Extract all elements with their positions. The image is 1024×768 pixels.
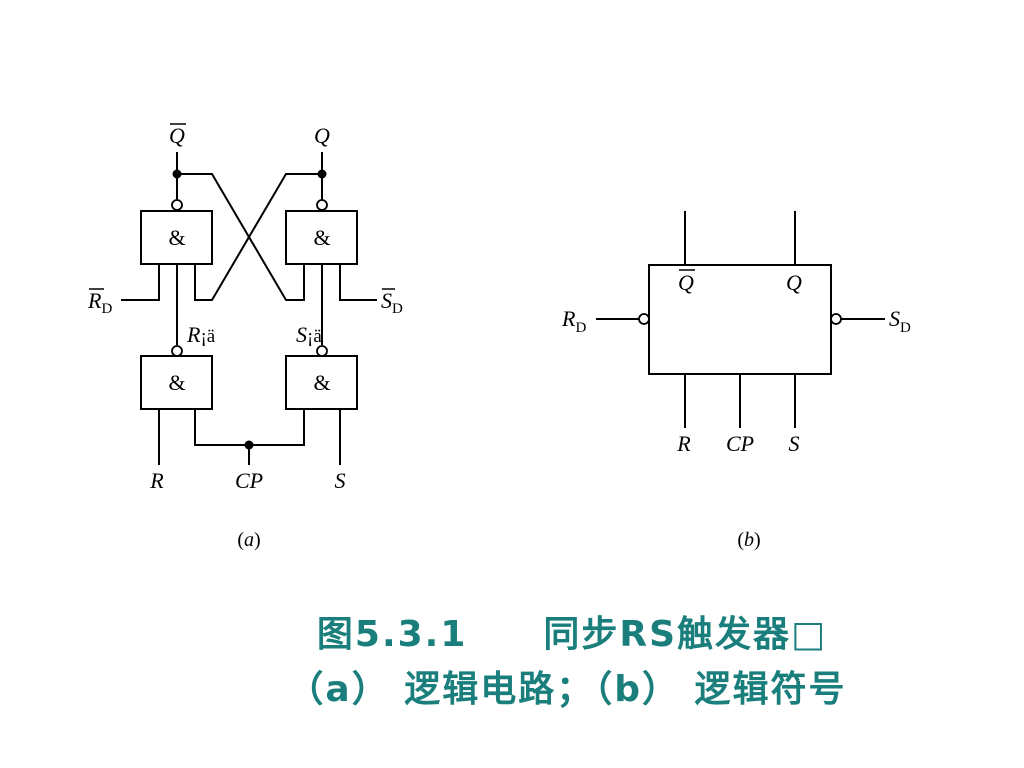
- svg-text:RD: RD: [87, 288, 112, 317]
- feedback-q-to-g1: [194, 173, 322, 301]
- g4-output-bubble: [316, 345, 328, 357]
- label-sd-a: SD: [381, 288, 403, 317]
- cp-junction-dot: [244, 440, 254, 450]
- label-q-b: Q: [786, 270, 802, 295]
- g3-output-bubble: [171, 345, 183, 357]
- feedback-qbar-to-g2: [177, 173, 305, 301]
- caption-b: (b): [737, 529, 760, 551]
- figure-title: 图5.3.1 同步RS触发器□: [316, 614, 828, 655]
- cp-bus-wire: [194, 409, 305, 446]
- svg-text:SD: SD: [381, 288, 403, 317]
- sd-input-bubble: [830, 313, 842, 325]
- label-s-b: S: [789, 431, 800, 456]
- gate-symbol-g2: &: [313, 225, 330, 250]
- label-r-a: R: [149, 468, 164, 493]
- label-q-a: Q: [314, 123, 330, 148]
- logic-symbol-b: Q Q RD SD R CP S (b): [561, 211, 911, 551]
- label-qbar-b: Q: [678, 269, 695, 295]
- figure-subtitle: （a） 逻辑电路；（b） 逻辑符号: [287, 669, 847, 710]
- label-rd-a: RD: [87, 288, 112, 317]
- caption-a: (a): [237, 529, 260, 551]
- gate-symbol-g1: &: [168, 225, 185, 250]
- rd-input-wire: [121, 264, 160, 301]
- nand-gate-g2: [285, 210, 358, 265]
- svg-text:Q: Q: [678, 270, 694, 295]
- gate-symbol-g3: &: [168, 370, 185, 395]
- nand-gate-g4: [285, 355, 358, 410]
- sd-input-wire: [339, 264, 377, 301]
- label-r-prime: R¡ä: [186, 322, 216, 347]
- label-rd-b: RD: [561, 306, 586, 336]
- label-cp-b: CP: [726, 431, 754, 456]
- label-sd-b: SD: [889, 306, 911, 336]
- nand-gate-g1: [140, 210, 213, 265]
- logic-circuit-a: & & & & Q Q RD: [87, 123, 403, 551]
- label-s-a: S: [335, 468, 346, 493]
- label-r-b: R: [676, 431, 691, 456]
- label-cp-a: CP: [235, 468, 263, 493]
- label-s-prime: S¡ä: [296, 322, 322, 347]
- rd-input-bubble: [638, 313, 650, 325]
- gate-symbol-g4: &: [313, 370, 330, 395]
- label-qbar-a: Q: [169, 123, 186, 148]
- g2-output-bubble: [316, 199, 328, 211]
- svg-text:Q: Q: [169, 123, 185, 148]
- flipflop-block: [648, 264, 832, 375]
- g1-output-bubble: [171, 199, 183, 211]
